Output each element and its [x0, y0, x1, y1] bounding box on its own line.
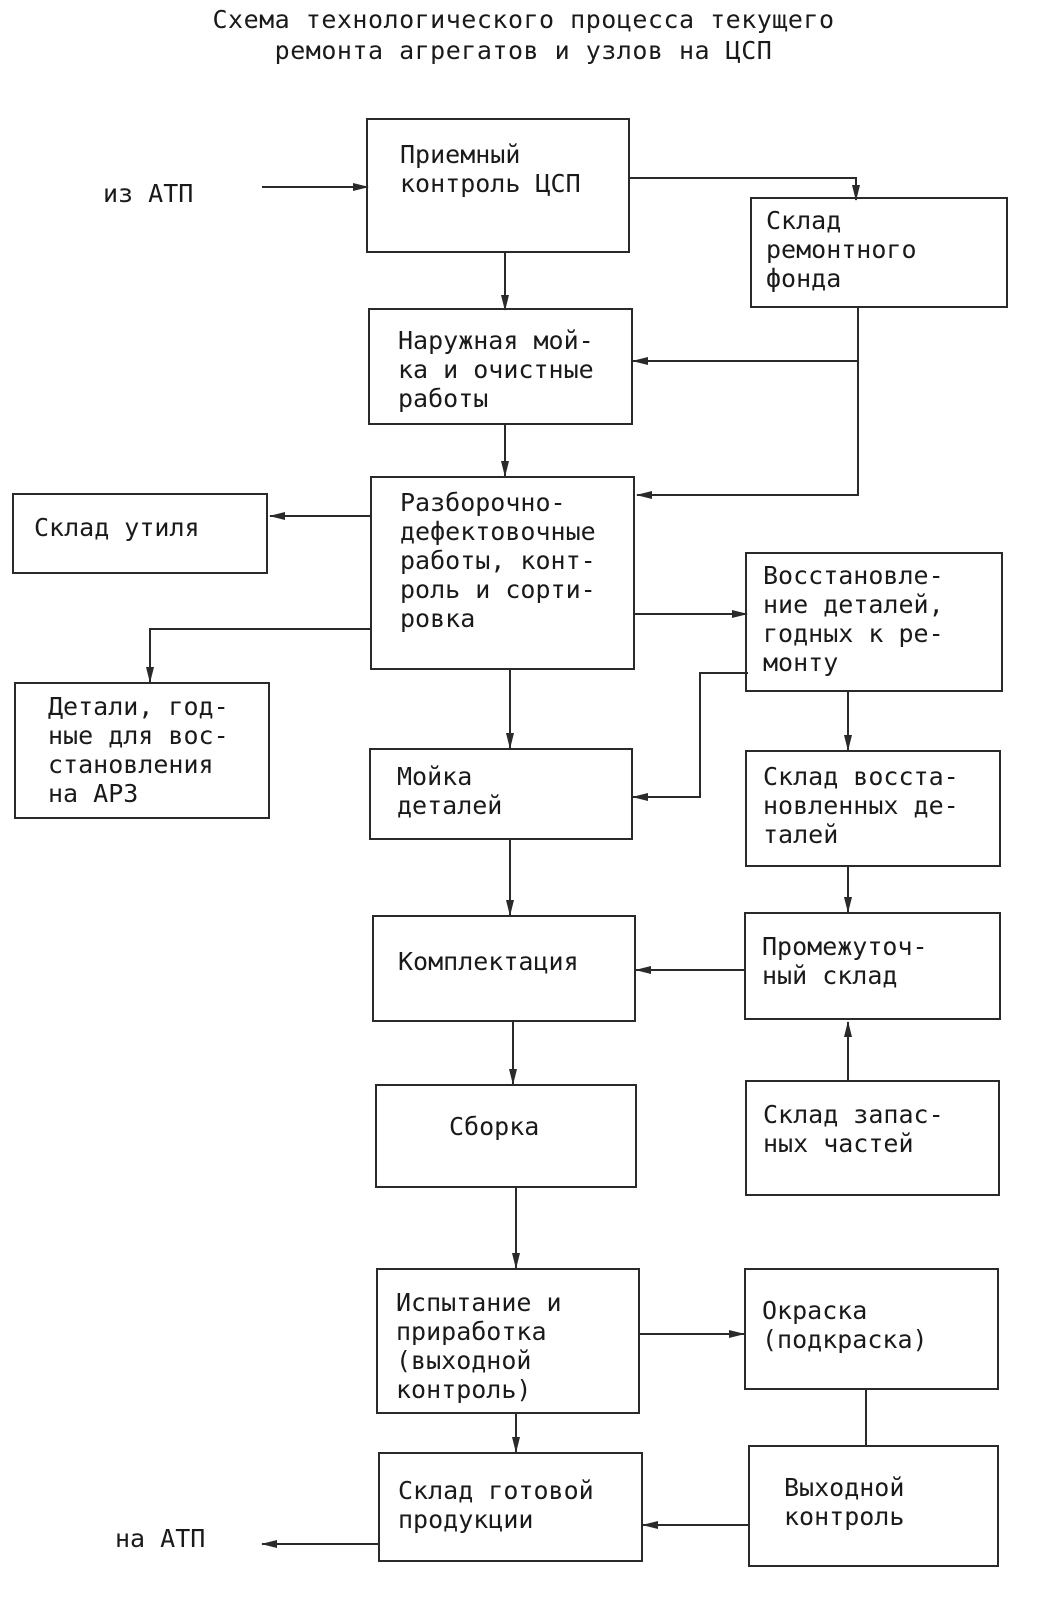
block-priemny-kontrol: Приемный контроль ЦСП	[366, 118, 630, 253]
block-promezhutochny-sklad: Промежуточ- ный склад	[744, 912, 1001, 1020]
diagram-title: Схема технологического процесса текущего…	[0, 4, 1047, 66]
block-sklad-remfonda: Склад ремонтного фонда	[750, 197, 1008, 308]
arrow-priemny-to-sklad-remfond	[630, 177, 860, 201]
block-sborka: Сборка	[375, 1084, 637, 1188]
arrow-remfond-to-moyka	[632, 308, 859, 365]
block-sklad-vosstanovlennyh: Склад восста- новленных де- талей	[745, 750, 1001, 867]
block-sklad-utilya: Склад утиля	[12, 493, 268, 574]
block-vosstanovlenie-detaley: Восстановле- ние деталей, годных к ре- м…	[745, 552, 1003, 692]
block-ispytanie-i-prirabotka: Испытание и приработка (выходной контрол…	[376, 1268, 640, 1414]
block-komplektaciya: Комплектация	[372, 915, 636, 1022]
arrow-remfond-to-razborochno	[636, 361, 859, 499]
block-moyka-detaley: Мойка деталей	[369, 748, 633, 840]
input-label-iz-atp: из АТП	[103, 179, 194, 208]
block-razborochno-defektovochnye: Разборочно- дефектовочные работы, конт- …	[370, 476, 635, 670]
block-sklad-gotovoy-produkcii: Склад готовой продукции	[378, 1452, 643, 1562]
title-line-2: ремонта агрегатов и узлов на ЦСП	[274, 36, 773, 65]
block-detali-dlya-arz: Детали, год- ные для вос- становления на…	[14, 682, 270, 819]
output-label-na-atp: на АТП	[115, 1524, 206, 1553]
block-sklad-zapasnyh-chastey: Склад запас- ных частей	[745, 1080, 1000, 1196]
block-naruzhnaya-moyka: Наружная мой- ка и очистные работы	[368, 308, 633, 425]
title-line-1: Схема технологического процесса текущего	[212, 5, 835, 34]
arrow-vosstanovlenie-to-moyka-detaley	[632, 672, 748, 801]
block-vyhodnoy-kontrol: Выходной контроль	[748, 1445, 999, 1567]
arrow-razborochno-to-detali-arz	[146, 628, 370, 683]
block-okraska: Окраска (подкраска)	[744, 1268, 999, 1390]
